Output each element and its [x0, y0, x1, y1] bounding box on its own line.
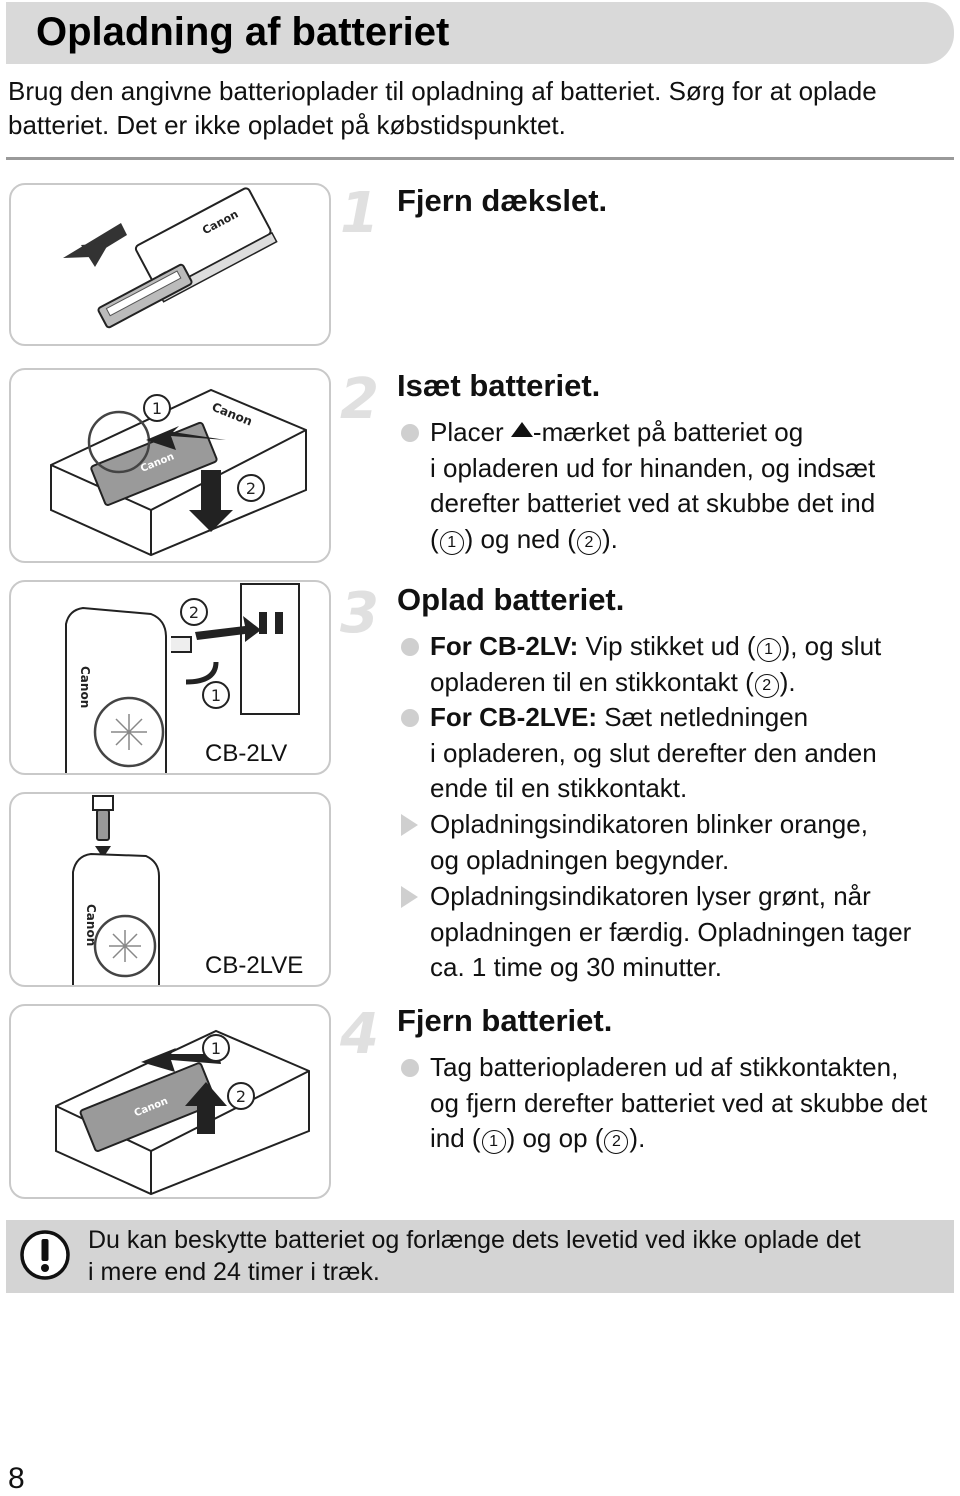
page-title: Opladning af batteriet [36, 10, 450, 54]
circled-1: 1 [439, 531, 464, 556]
arrow-down-icon [189, 470, 233, 532]
illustration-cb-2lv: Canon 2 1 CB-2LV [9, 580, 331, 775]
intro-line: Brug den angivne batterioplader til opla… [8, 76, 877, 106]
svg-text:2: 2 [189, 603, 199, 622]
circled-2: 2 [754, 673, 779, 698]
arrow-out-icon [141, 1048, 221, 1072]
step-title: Isæt batteriet. [397, 368, 601, 403]
intro-line: batteriet. Det er ikke opladet på købsti… [8, 110, 566, 140]
caution-note: Du kan beskytte batteriet og forlænge de… [6, 1220, 954, 1293]
circled-1: 1 [481, 1130, 506, 1155]
step-number: 4 [340, 1002, 379, 1067]
step-3-bullet-cb-2lv: For CB-2LV: Vip stikket ud (1), og slut … [397, 629, 957, 700]
step-title: Fjern batteriet. [397, 1003, 613, 1038]
svg-text:Canon: Canon [78, 666, 92, 708]
illustration-cb-2lve: Canon CB-2LVE [9, 792, 331, 987]
triangle-mark-icon [510, 422, 533, 437]
model-label-cb-2lve: CB-2LVE [205, 952, 304, 979]
arrow-in-icon [146, 426, 226, 450]
step-number: 2 [340, 367, 379, 432]
circled-2: 2 [576, 531, 601, 556]
exclamation-icon [20, 1230, 70, 1280]
step-3-result-green: Opladningsindikatoren lyser grønt, når o… [397, 879, 957, 986]
arrow-plug-icon [195, 616, 261, 642]
arrow-left-icon [63, 223, 127, 258]
step-title: Oplad batteriet. [397, 582, 625, 617]
callout-2: 2 [246, 479, 256, 498]
circled-2: 2 [604, 1130, 629, 1155]
step-3-bullet-cb-2lve: For CB-2LVE: Sæt netledningen i opladere… [397, 700, 957, 807]
svg-text:Canon: Canon [84, 904, 98, 946]
step-number: 1 [340, 181, 379, 246]
svg-text:1: 1 [211, 686, 221, 705]
arrow-up-icon [185, 1082, 227, 1134]
step-number: 3 [340, 581, 379, 646]
step-4-bullet: Tag batteriopladeren ud af stikkontakten… [397, 1050, 957, 1157]
circled-1: 1 [756, 638, 781, 662]
divider [6, 157, 954, 160]
model-label-cb-2lv: CB-2LV [205, 740, 288, 767]
callout-1: 1 [152, 399, 162, 418]
title-bar: Opladning af batteriet [6, 2, 954, 64]
step-3-result-orange: Opladningsindikatoren blinker orange, og… [397, 807, 957, 878]
illustration-insert-battery: Canon Canon 1 2 [9, 368, 331, 563]
intro-paragraph: Brug den angivne batterioplader til opla… [8, 74, 953, 142]
caution-text: Du kan beskytte batteriet og forlænge de… [88, 1226, 861, 1286]
step-2-bullet: Placer -mærket på batteriet og i oplader… [397, 415, 957, 558]
svg-text:2: 2 [236, 1087, 246, 1106]
step-title: Fjern dækslet. [397, 183, 608, 218]
svg-text:1: 1 [211, 1039, 221, 1058]
page-number: 8 [8, 1462, 25, 1495]
illustration-remove-cover: Canon [9, 183, 331, 346]
illustration-remove-battery: Canon 1 2 [9, 1004, 331, 1199]
